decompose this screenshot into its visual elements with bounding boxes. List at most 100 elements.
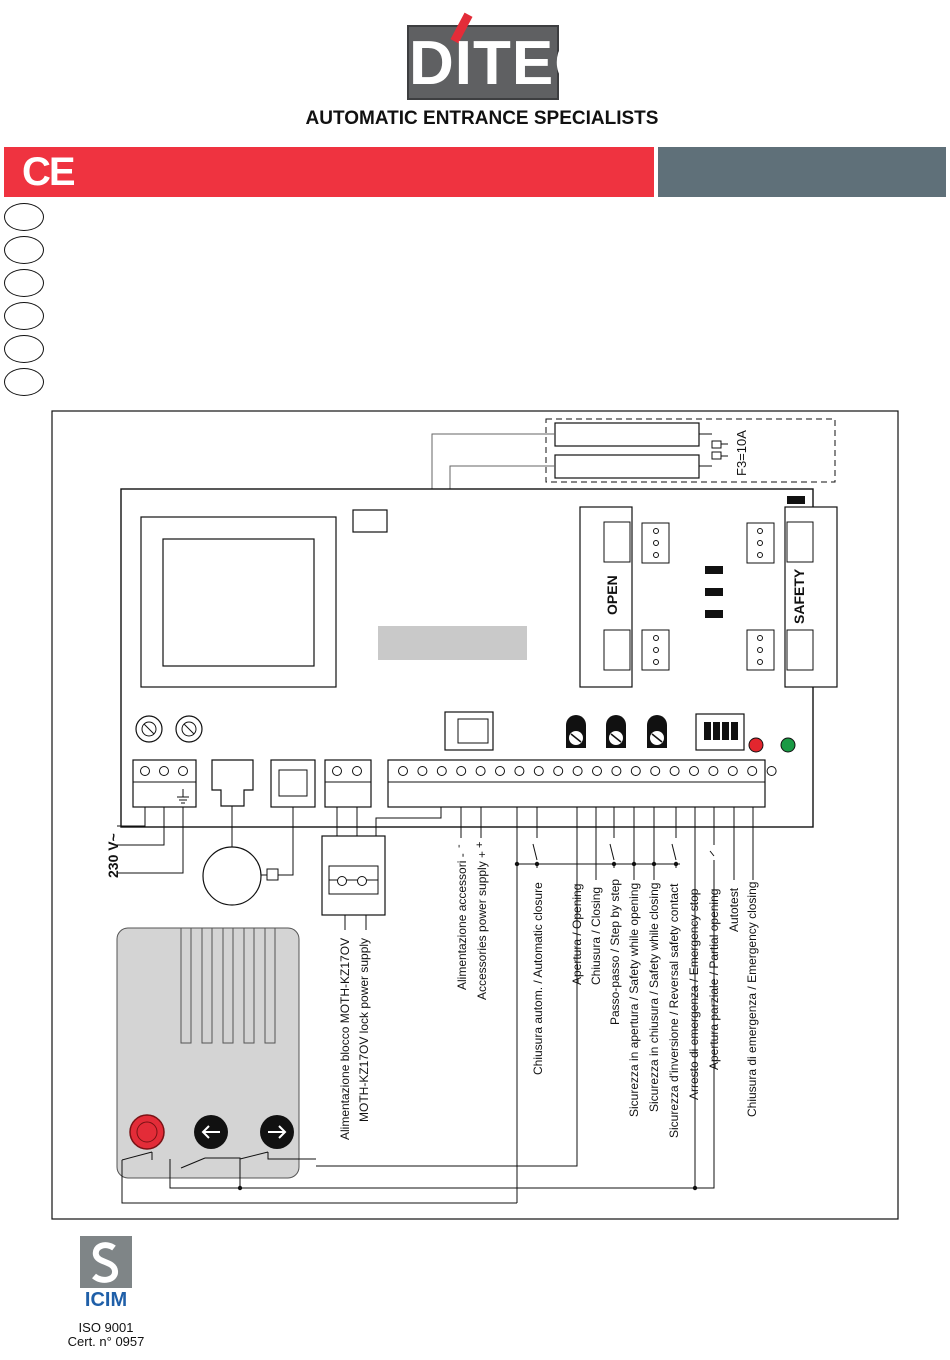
power-terminals	[140, 766, 188, 776]
lock-device-terminals	[337, 876, 367, 886]
open-label: OPEN	[604, 575, 620, 615]
language-marker	[4, 302, 44, 330]
lock-supply-label: Alimentazione blocco MOTH-KZ17OV	[338, 938, 352, 1140]
module-sockets	[641, 522, 775, 671]
command-wires	[316, 807, 754, 1189]
panel-slots	[180, 927, 276, 1044]
language-marker	[4, 335, 44, 363]
step-by-step-label: Passo-passo / Step by step	[608, 879, 622, 1025]
terminal-screw	[669, 766, 680, 776]
diagram-frame	[51, 410, 899, 1220]
potentiometer	[647, 715, 667, 748]
stop-button[interactable]	[129, 1114, 165, 1150]
emergency-closing-label: Chiusura di emergenza / Emergency closin…	[745, 882, 759, 1117]
trimmer	[135, 715, 163, 743]
lock-supply-label: MOTH-KZ17OV lock power supply	[357, 938, 371, 1122]
control-terminals	[398, 766, 777, 776]
stop-button-ring	[136, 1121, 158, 1143]
icim-mark: ICIM	[84, 1289, 128, 1311]
fuse-box-outline	[545, 418, 836, 483]
safety-closing-label: Sicurezza in chiusura / Safety while clo…	[647, 883, 661, 1112]
terminal-screw	[572, 766, 583, 776]
battery-cell	[554, 422, 700, 447]
terminal-screw	[650, 766, 661, 776]
terminal-screw	[417, 766, 428, 776]
accessory-minus: -	[453, 844, 465, 848]
certificate-number: Cert. n° 0957	[67, 1334, 145, 1349]
terminal-screw	[747, 766, 758, 776]
battery-connector	[352, 509, 388, 533]
encoder	[266, 868, 279, 881]
fuse-holder	[711, 451, 722, 460]
accessory-plus: +	[474, 842, 486, 848]
arrow-right-icon	[268, 1125, 287, 1139]
emergency-stop-label: Arresto di emergenza / Emergency stop	[687, 888, 701, 1100]
terminal-screw	[495, 766, 505, 776]
ce-mark: CE	[22, 150, 76, 194]
jumpers	[705, 496, 805, 618]
terminal-screw	[630, 766, 641, 776]
safety-opening-label: Sicurezza in apertura / Safety while ope…	[627, 883, 641, 1117]
fuse-wire	[699, 433, 728, 467]
terminal-screw	[611, 766, 622, 776]
terminal-screw	[766, 766, 777, 776]
terminal-screw	[436, 766, 447, 776]
open-module-relay	[603, 521, 631, 563]
terminal-screw	[553, 766, 564, 776]
lock-leads	[344, 915, 367, 930]
fuse-label: F3=10A	[734, 430, 749, 476]
potentiometer	[566, 715, 586, 748]
arrow-left-icon	[201, 1125, 220, 1139]
terminal-labels: Alimentazione blocco MOTH-KZ17OV MOTH-KZ…	[338, 851, 759, 1140]
partial-opening-label: Apertura parziale / Partial opening	[707, 889, 721, 1070]
accessory-wires	[460, 807, 482, 838]
partial-opening-wire	[695, 864, 715, 1189]
lock-terminal-block	[324, 759, 372, 808]
language-marker	[4, 203, 44, 231]
motor	[202, 846, 262, 906]
battery-cell	[554, 454, 700, 479]
panel-feed-wires	[316, 807, 578, 1204]
potentiometer	[606, 715, 626, 748]
icim-logo	[80, 1236, 132, 1310]
mains-label: 230 V~	[105, 833, 121, 878]
autotest-label: Autotest	[727, 887, 741, 932]
command-wire	[709, 807, 715, 864]
red-led	[748, 737, 764, 753]
lock-wires	[336, 807, 442, 836]
wire-junctions	[237, 861, 698, 1191]
transformer-inner	[162, 538, 315, 667]
safety-module-relay	[786, 629, 814, 671]
board-label-plate	[378, 626, 527, 660]
language-marker	[4, 269, 44, 297]
green-led	[780, 737, 796, 753]
motor-connector	[211, 759, 254, 807]
safety-label: SAFETY	[791, 568, 807, 624]
terminal-screw	[689, 766, 699, 776]
mains-wires	[117, 807, 184, 874]
tagline: AUTOMATIC ENTRANCE SPECIALISTS	[305, 108, 659, 129]
reversal-safety-label: Sicurezza d'inversione / Reversal safety…	[667, 883, 681, 1138]
terminal-screw	[592, 766, 602, 776]
encoder-port	[278, 769, 308, 797]
automatic-closure-label: Chiusura autom. / Automatic closure	[531, 882, 545, 1075]
rj-connector-port	[457, 718, 489, 744]
accessory-supply-label: Alimentazione accessori -	[455, 853, 469, 990]
terminal-screw	[533, 766, 544, 776]
button-wiring	[121, 1151, 316, 1204]
closing-label: Chiusura / Closing	[589, 887, 603, 985]
open-module-relay	[603, 629, 631, 671]
terminal-screw	[708, 766, 719, 776]
fuse-holder	[711, 440, 722, 449]
terminal-screw	[456, 766, 467, 776]
language-marker	[4, 236, 44, 264]
opening-label: Apertura / Opening	[570, 884, 584, 985]
encoder-wire	[261, 807, 294, 876]
terminal-screw	[398, 766, 408, 776]
header-band-red	[4, 147, 654, 197]
lock-terminals	[332, 766, 362, 776]
terminal-screw	[514, 766, 525, 776]
trimmer	[175, 715, 203, 743]
language-marker	[4, 368, 44, 396]
